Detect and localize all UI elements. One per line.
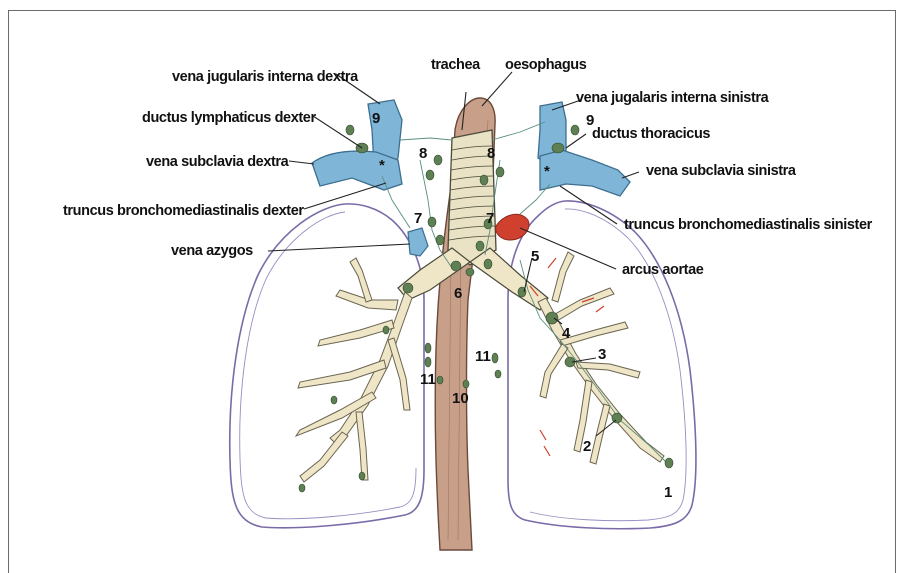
lymph-node [346,125,354,135]
label-vena-subclavia-sinistra: vena subclavia sinistra [646,163,797,179]
right-veins [312,100,428,256]
lymph-node [496,167,504,177]
right-bronchial-tree [296,258,412,482]
lymph-node [476,241,484,251]
lymph-node [437,376,443,384]
vena-subclavia-dextra-shape [312,151,402,190]
number-11-right: 11 [475,348,491,365]
right-lung-outline-inner [240,212,416,519]
lymph-node [331,396,337,404]
number-3: 3 [598,346,606,363]
lymph-node [425,357,431,367]
asterisk-right: * [544,163,550,180]
label-vena-subclavia-dextra: vena subclavia dextra [146,154,290,170]
number-10: 10 [452,390,469,407]
lymph-node [463,380,469,388]
lymph-node [665,458,673,468]
label-truncus-bronchomediastinalis-dexter: truncus bronchomediastinalis dexter [63,203,304,219]
lymph-node [552,143,564,153]
lymph-node [495,370,501,378]
lymph-node [428,217,436,227]
lymph-node [383,326,389,334]
lymph-node [546,312,558,324]
number-2: 2 [583,438,591,455]
number-4: 4 [562,325,571,342]
lymph-node [466,268,474,276]
lymph-node [436,235,444,245]
label-truncus-bronchomediastinalis-sinister: truncus bronchomediastinalis sinister [624,217,873,233]
vena-subclavia-sinistra-shape [540,150,630,196]
right-lung-outline [230,204,424,528]
asterisk-left: * [379,157,385,174]
number-7-left: 7 [414,210,422,227]
label-vena-jugalaris-interna-sinistra: vena jugalaris interna sinistra [576,90,770,106]
lymph-node [426,170,434,180]
lymph-node [571,125,579,135]
number-5: 5 [531,248,539,265]
arcus-aortae-shape [496,214,529,240]
number-7-right: 7 [486,210,494,227]
lymph-node [451,261,461,271]
label-ductus-thoracicus: ductus thoracicus [592,126,710,142]
lymph-node [484,259,492,269]
lymph-node [434,155,442,165]
lymph-node [480,175,488,185]
number-9-right: 9 [586,112,594,129]
number-11-left: 11 [420,371,436,388]
number-9-left: 9 [372,110,380,127]
label-oesophagus: oesophagus [505,57,587,73]
number-6: 6 [454,285,462,302]
label-arcus-aortae: arcus aortae [622,262,704,278]
lymph-node [299,484,305,492]
lymph-node [425,343,431,353]
lymph-node [403,283,413,293]
left-veins [538,102,630,196]
number-8-right: 8 [487,145,495,162]
label-vena-jugularis-interna-dextra: vena jugularis interna dextra [172,69,359,85]
label-vena-azygos: vena azygos [171,243,253,259]
lymph-node [492,353,498,363]
number-1: 1 [664,484,672,501]
pulmonary-vessels [530,258,604,456]
label-ductus-lymphaticus-dexter: ductus lymphaticus dexter [142,110,316,126]
vena-azygos-shape [408,228,428,256]
label-trachea: trachea [431,57,481,73]
number-8-left: 8 [419,145,427,162]
lymph-node [359,472,365,480]
